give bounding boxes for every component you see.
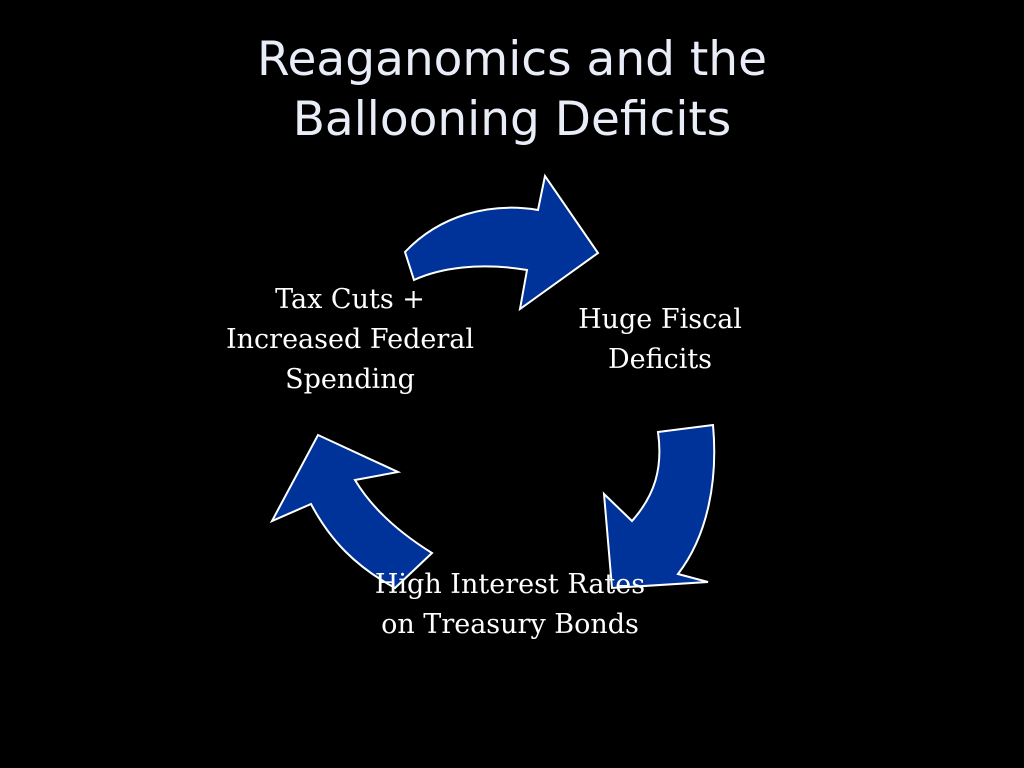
node-fiscal-deficits: Huge Fiscal Deficits [540, 300, 780, 380]
cycle-arrow-top [403, 173, 600, 312]
node-tax-cuts-line-3: Spending [285, 364, 415, 395]
node-interest-rates-line-2: on Treasury Bonds [381, 609, 639, 640]
title-line-1: Reaganomics and the [256, 32, 768, 87]
node-tax-cuts: Tax Cuts + Increased Federal Spending [200, 280, 500, 400]
cycle-arrow-left [269, 433, 434, 590]
title-line-2: Ballooning Deficits [292, 92, 732, 147]
node-tax-cuts-line-2: Increased Federal [226, 324, 474, 355]
node-interest-rates: High Interest Rates on Treasury Bonds [340, 565, 680, 645]
node-interest-rates-line-1: High Interest Rates [374, 569, 646, 600]
slide-title: Reaganomics and the Ballooning Deficits [0, 30, 1024, 150]
cycle-arrow-right [602, 423, 716, 590]
node-tax-cuts-line-1: Tax Cuts + [275, 284, 425, 315]
node-fiscal-deficits-line-2: Deficits [607, 344, 713, 375]
node-fiscal-deficits-line-1: Huge Fiscal [578, 304, 742, 335]
